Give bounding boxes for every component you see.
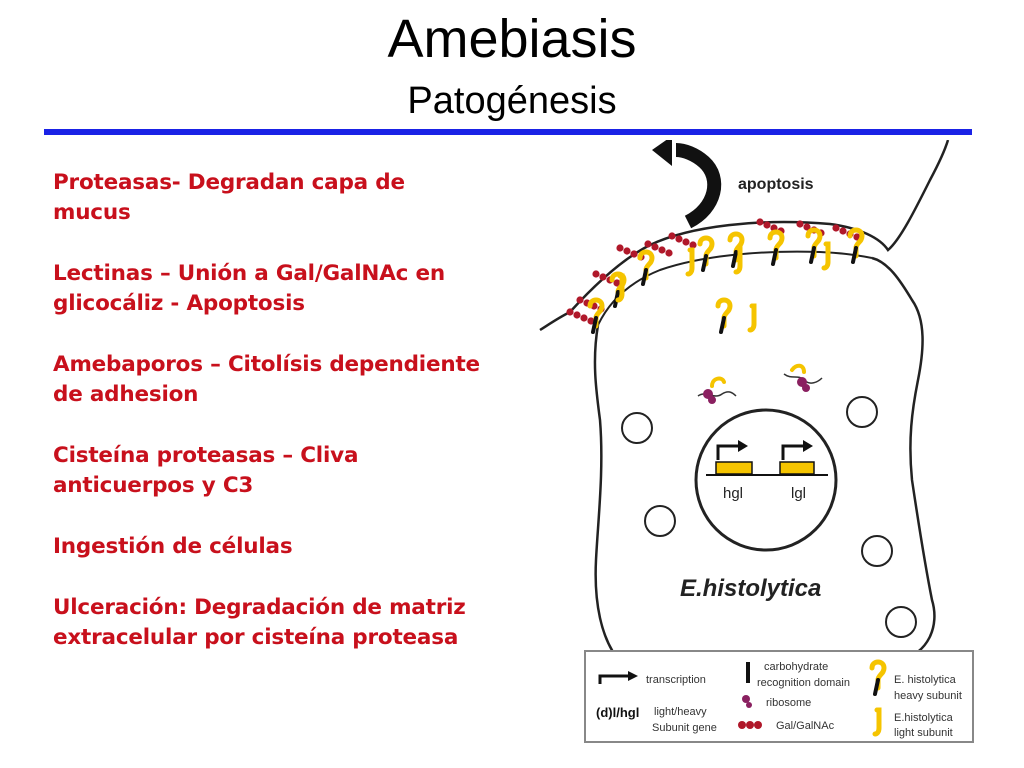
legend-gene-desc: Subunit gene <box>652 722 717 734</box>
bullet-amebaporos: Amebaporos – Citolísis dependiente de ad… <box>53 350 523 410</box>
bullet-line: anticuerpos y C3 <box>53 473 254 498</box>
pathogenesis-diagram: apoptosis <box>539 140 974 743</box>
bullet-line: Lectinas – Unión a Gal/GalNAc en <box>53 261 445 286</box>
bullet-list: Proteasas- Degradan capa de mucus Lectin… <box>53 168 523 684</box>
bullet-line: de adhesion <box>53 382 199 407</box>
legend-gene-desc: light/heavy <box>654 706 707 718</box>
legend-transcription-label: transcription <box>646 674 706 686</box>
lectin-cluster <box>566 218 862 332</box>
bullet-line: Proteasas- Degradan capa de <box>53 170 405 195</box>
bullet-line: Ulceración: Degradación de matriz <box>53 595 466 620</box>
bullet-proteasas: Proteasas- Degradan capa de mucus <box>53 168 523 228</box>
legend-gene: (d)l/hgl light/heavy Subunit gene <box>596 705 717 734</box>
legend-gene-code: (d)l/hgl <box>596 705 639 720</box>
gene-hgl-label: hgl <box>723 485 743 502</box>
bullet-ingestion: Ingestión de células <box>53 532 523 562</box>
legend-crd: carbohydrate recognition domain <box>746 661 850 689</box>
light-subunit <box>750 306 754 330</box>
slide-subtitle: Patogénesis <box>407 80 617 122</box>
bullet-line: mucus <box>53 200 131 225</box>
gene-lgl-label: lgl <box>791 485 806 502</box>
legend-light-label: E.histolytica <box>894 712 954 724</box>
gene-hgl: hgl <box>706 440 828 502</box>
legend-ribosome: ribosome <box>742 695 811 709</box>
legend-galnac: Gal/GalNAc <box>738 720 835 732</box>
bullet-lectinas: Lectinas – Unión a Gal/GalNAc en glicocá… <box>53 259 523 319</box>
legend-ribosome-label: ribosome <box>766 697 811 709</box>
legend-transcription: transcription <box>598 671 706 686</box>
diagram-legend: transcription (d)l/hgl light/heavy Subun… <box>584 650 974 743</box>
organism-label: E.histolytica <box>680 575 821 602</box>
bullet-line: Amebaporos – Citolísis dependiente <box>53 352 480 377</box>
slide-title: Amebiasis <box>387 9 637 69</box>
bullet-ulceracion: Ulceración: Degradación de matriz extrac… <box>53 593 523 653</box>
legend-light: E.histolytica light subunit <box>875 710 954 739</box>
apoptosis-label: apoptosis <box>738 176 814 193</box>
bullet-line: Cisteína proteasas – Cliva <box>53 443 359 468</box>
legend-galnac-label: Gal/GalNAc <box>776 720 835 732</box>
ribosome-translation-left <box>697 376 737 404</box>
bullet-cisteina: Cisteína proteasas – Cliva anticuerpos y… <box>53 441 523 501</box>
legend-heavy: E. histolytica heavy subunit <box>872 662 962 702</box>
heavy-subunit <box>718 300 730 332</box>
ribosome-translation-right <box>783 363 823 392</box>
bullet-line: extracelular por cisteína proteasa <box>53 625 459 650</box>
title-divider <box>44 129 972 135</box>
legend-heavy-label: heavy subunit <box>894 690 962 702</box>
nucleus <box>694 408 838 552</box>
legend-crd-label: recognition domain <box>757 677 850 689</box>
bullet-line: Ingestión de células <box>53 534 293 559</box>
legend-heavy-label: E. histolytica <box>894 674 957 686</box>
legend-crd-label: carbohydrate <box>764 661 828 673</box>
legend-light-label: light subunit <box>894 727 953 739</box>
apoptosis-arrow <box>675 143 722 229</box>
bullet-line: glicocáliz - Apoptosis <box>53 291 305 316</box>
vacuoles <box>621 396 917 638</box>
gene-lgl: lgl <box>779 440 815 502</box>
